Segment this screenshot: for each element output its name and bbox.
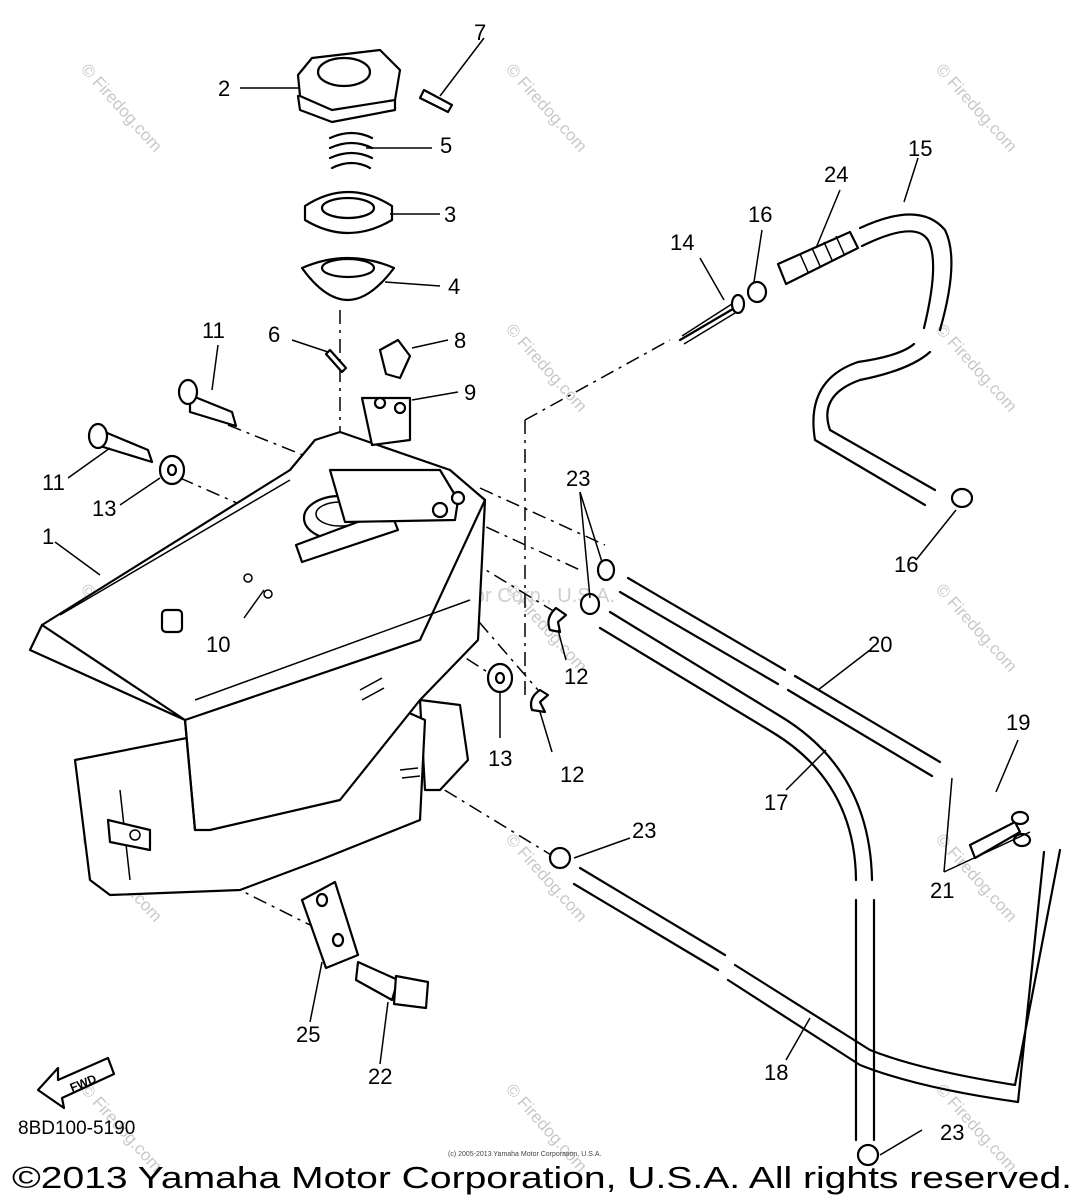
callout-9: 9: [464, 380, 476, 405]
callout-15: 15: [908, 136, 932, 161]
watermark-site: © Firedog.com: [502, 830, 591, 926]
callout-numbers: 2 7 5 3 4 6 8 9 10 11 11 13 1 12 13 12 1…: [42, 20, 1030, 1145]
callout-5: 5: [440, 133, 452, 158]
callout-1: 1: [42, 524, 54, 549]
callout-25: 25: [296, 1022, 320, 1047]
fuel-tank: [28, 396, 487, 897]
footer-copyright: ©2013 Yamaha Motor Corporation, U.S.A. A…: [12, 1160, 1072, 1195]
callout-18: 18: [764, 1060, 788, 1085]
callout-13: 13: [488, 746, 512, 771]
watermark-site: © Firedog.com: [932, 60, 1021, 156]
diagram-code: 8BD100-5190: [18, 1118, 135, 1139]
callout-11: 11: [42, 470, 65, 495]
callout-3: 3: [444, 202, 456, 227]
callout-6: 6: [268, 322, 280, 347]
callout-23: 23: [566, 466, 590, 491]
callout-16: 16: [748, 202, 772, 227]
callout-23: 23: [940, 1120, 964, 1145]
bolts-and-washers: [87, 378, 568, 714]
callout-20: 20: [868, 632, 892, 657]
forward-arrow-icon: FWD: [36, 1056, 116, 1110]
filler-cap-assembly: [296, 48, 454, 380]
callout-12: 12: [560, 762, 584, 787]
watermark-site: © Firedog.com: [932, 580, 1021, 676]
callout-17: 17: [764, 790, 788, 815]
watermark-site: © Firedog.com: [502, 60, 591, 156]
callout-7: 7: [474, 20, 486, 45]
callout-11: 11: [202, 318, 225, 343]
callout-16: 16: [894, 552, 918, 577]
callout-23: 23: [632, 818, 656, 843]
callout-14: 14: [670, 230, 694, 255]
callout-13: 13: [92, 496, 116, 521]
callout-10: 10: [206, 632, 230, 657]
callout-12: 12: [564, 664, 588, 689]
callout-19: 19: [1006, 710, 1030, 735]
callout-2: 2: [218, 76, 230, 101]
small-copyright: (c) 2005-2013 Yamaha Motor Corporation, …: [448, 1151, 601, 1158]
vent-hose-15: [678, 213, 974, 509]
watermark-site: © Firedog.com: [932, 320, 1021, 416]
watermark-site: © Firedog.com: [502, 320, 591, 416]
callout-22: 22: [368, 1064, 392, 1089]
bracket-and-bolt: [300, 880, 430, 1010]
callout-21: 21: [930, 878, 954, 903]
callout-24: 24: [824, 162, 848, 187]
hoses-17-18-20: [548, 558, 1062, 1167]
callout-4: 4: [448, 274, 460, 299]
callout-8: 8: [454, 328, 466, 353]
watermark-site: © Firedog.com: [77, 60, 166, 156]
callout-leaders: [54, 37, 1031, 1156]
